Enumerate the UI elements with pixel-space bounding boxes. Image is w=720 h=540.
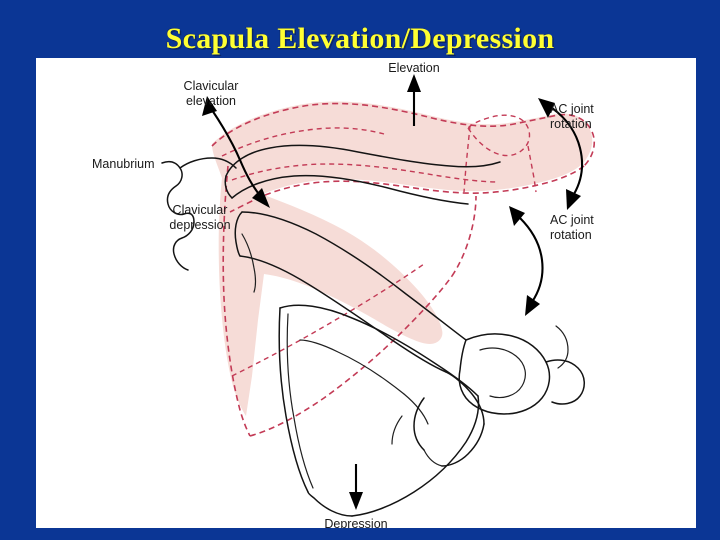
elevated-position-shading (212, 101, 593, 416)
label-clavicular-depression-line2: depression (169, 218, 230, 232)
scapula-body-outline (278, 304, 480, 517)
label-clavicular-elevation-line2: elevation (186, 94, 236, 108)
label-clavicular-depression-line1: Clavicular (173, 203, 228, 217)
clavicular-elevation-depression-arrow (202, 96, 270, 208)
label-ac-joint-rotation-bottom-line1: AC joint (550, 213, 594, 227)
elevation-arrow (407, 74, 421, 126)
page-title: Scapula Elevation/Depression (165, 22, 555, 55)
scapula-superior-border (234, 211, 467, 373)
label-ac-joint-rotation-bottom-line2: rotation (550, 228, 592, 242)
label-depression: Depression (324, 517, 387, 528)
label-ac-joint-rotation-top-line2: rotation (550, 117, 592, 131)
label-manubrium: Manubrium (92, 157, 155, 171)
label-elevation: Elevation (388, 61, 439, 75)
depression-arrow (349, 464, 363, 510)
label-clavicular-elevation-line1: Clavicular (184, 79, 239, 93)
scapula-diagram: Elevation Depression Manubrium Clavicula… (92, 61, 596, 528)
ac-joint-rotation-arrow-top (538, 98, 584, 210)
manubrium-outline (161, 157, 237, 271)
clavicle-outline (224, 144, 501, 205)
acromion-process (458, 325, 585, 415)
figure-panel: Elevation Depression Manubrium Clavicula… (36, 58, 696, 528)
glenoid-coracoid-region (391, 371, 485, 467)
ac-joint-rotation-arrow-bottom (509, 206, 544, 316)
label-ac-joint-rotation-top-line1: AC joint (550, 102, 594, 116)
